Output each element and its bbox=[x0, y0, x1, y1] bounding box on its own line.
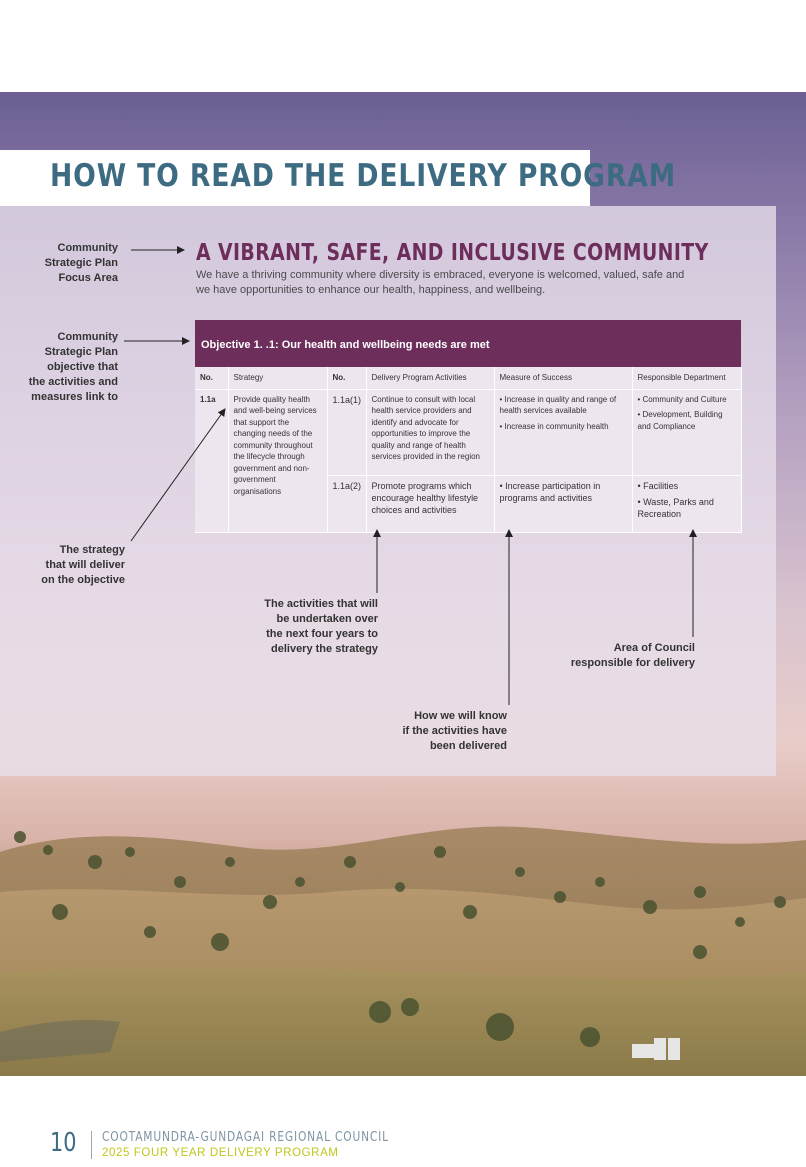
activity-number: 1.1a(2) bbox=[327, 475, 367, 533]
measure-cell: • Increase participation in programs and… bbox=[494, 475, 633, 533]
callout-objective: Community Strategic Plan objective that … bbox=[28, 331, 118, 403]
strategy-text: Provide quality health and well-being se… bbox=[228, 389, 328, 533]
activity-number: 1.1a(1) bbox=[327, 389, 367, 476]
callout-activities: The activities that will be undertaken o… bbox=[264, 598, 378, 655]
strategy-number: 1.1a bbox=[195, 389, 229, 533]
header-activity-no: No. bbox=[327, 367, 367, 390]
objective-bar: Objective 1. .1: Our health and wellbein… bbox=[195, 320, 741, 367]
delivery-program-table: Objective 1. .1: Our health and wellbein… bbox=[195, 320, 742, 533]
header-no: No. bbox=[195, 367, 229, 390]
council-name: COOTAMUNDRA-GUNDAGAI REGIONAL COUNCIL bbox=[102, 1130, 389, 1145]
department-cell: • Facilities • Waste, Parks and Recreati… bbox=[632, 475, 742, 533]
footer-divider bbox=[91, 1131, 92, 1159]
focus-area-title: A VIBRANT, SAFE, AND INCLUSIVE COMMUNITY bbox=[196, 240, 709, 266]
strategy-table: No. Strategy No. Delivery Program Activi… bbox=[195, 367, 742, 533]
header-activities: Delivery Program Activities bbox=[366, 367, 495, 390]
title-banner: HOW TO READ THE DELIVERY PROGRAM bbox=[0, 150, 675, 206]
page-title: HOW TO READ THE DELIVERY PROGRAM bbox=[50, 158, 677, 194]
header-department: Responsible Department bbox=[632, 367, 742, 390]
table-row: 1.1a(2) Promote programs which encourage… bbox=[195, 475, 742, 533]
header-strategy: Strategy bbox=[228, 367, 328, 390]
activity-text: Continue to consult with local health se… bbox=[366, 389, 495, 476]
callout-focus-area: Community Strategic Plan Focus Area bbox=[44, 242, 118, 284]
callout-department: Area of Council responsible for delivery bbox=[570, 642, 695, 669]
activity-text: Promote programs which encourage healthy… bbox=[366, 475, 495, 533]
department-cell: • Community and Culture • Development, B… bbox=[632, 389, 742, 476]
callout-measures: How we will know if the activities have … bbox=[402, 710, 507, 752]
page-number: 10 bbox=[50, 1128, 77, 1158]
focus-area-description: We have a thriving community where diver… bbox=[196, 269, 685, 296]
table-row: 1.1a Provide quality health and well-bei… bbox=[195, 389, 742, 533]
table-header-row: No. Strategy No. Delivery Program Activi… bbox=[195, 367, 742, 390]
measure-cell: • Increase in quality and range of healt… bbox=[494, 389, 633, 476]
header-measure: Measure of Success bbox=[494, 367, 633, 390]
callout-strategy: The strategy that will deliver on the ob… bbox=[41, 544, 125, 586]
program-name: 2025 FOUR YEAR DELIVERY PROGRAM bbox=[102, 1147, 339, 1159]
